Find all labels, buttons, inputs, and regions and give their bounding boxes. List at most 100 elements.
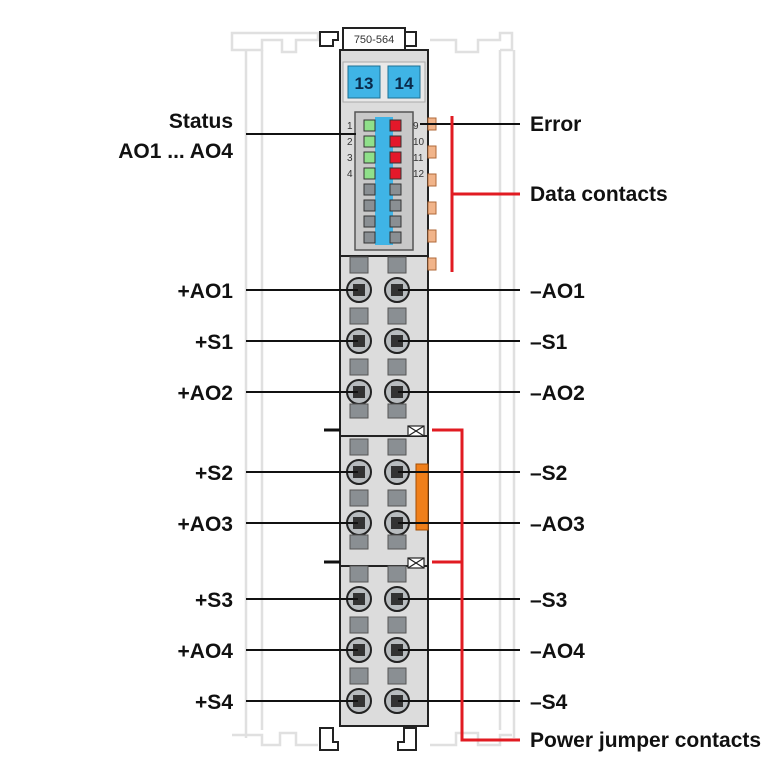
terminal-label-right: –AO1: [530, 280, 585, 303]
background-outline: [230, 31, 516, 747]
status-label: Status: [169, 110, 233, 133]
terminal-actuator: [349, 358, 369, 376]
led-grid: [363, 119, 402, 244]
terminal-hole: [353, 517, 365, 529]
terminal-label-right: –S1: [530, 331, 568, 354]
terminal-hole: [391, 335, 403, 347]
terminal-label-right: –AO3: [530, 513, 585, 536]
data-contacts-label: Data contacts: [530, 183, 668, 206]
terminal-actuator: [387, 565, 407, 583]
terminal-actuator: [349, 565, 369, 583]
data-contacts: [427, 117, 437, 271]
power-jumper-markers: [407, 425, 425, 569]
led-number: 2: [347, 137, 353, 148]
led-red-10: [389, 135, 402, 148]
channel-left-label: 13: [355, 74, 374, 93]
led-number: 10: [413, 137, 425, 148]
terminal-label-left: +AO3: [178, 513, 233, 536]
channel-right-label: 14: [395, 74, 414, 93]
led-number: 9: [413, 121, 419, 132]
led-off: [389, 215, 402, 228]
terminal-hole: [353, 466, 365, 478]
channel-marker-14: [387, 65, 421, 99]
terminal-label-right: –S2: [530, 462, 567, 485]
terminal-label-left: +S4: [195, 691, 233, 714]
terminal-label-right: –S4: [530, 691, 568, 714]
led-number: 4: [347, 169, 353, 180]
terminal-hole: [391, 695, 403, 707]
led-green-3: [363, 151, 376, 164]
terminal-label-right: –AO2: [530, 382, 585, 405]
led-number: 11: [413, 153, 424, 164]
terminal-hole: [353, 695, 365, 707]
terminal-actuator: [387, 534, 407, 550]
power-jumper-bracket: [432, 428, 520, 742]
led-off: [363, 215, 376, 228]
channel-marker-13: [347, 65, 381, 99]
terminal-actuator: [349, 534, 369, 550]
terminals: [346, 256, 410, 714]
terminal-hole: [353, 335, 365, 347]
led-green-4: [363, 167, 376, 180]
led-off: [363, 231, 376, 244]
terminal-hole: [353, 284, 365, 296]
terminal-label-left: +S2: [195, 462, 233, 485]
led-off: [389, 183, 402, 196]
terminal-actuator: [349, 616, 369, 634]
led-blue-strip: [375, 117, 393, 245]
terminal-hole: [391, 593, 403, 605]
led-off: [389, 199, 402, 212]
terminal-label-left: +S1: [195, 331, 233, 354]
terminal-actuator: [349, 438, 369, 456]
orange-release-tab: [415, 463, 429, 531]
terminal-actuator: [387, 403, 407, 419]
terminal-hole: [391, 466, 403, 478]
led-green-1: [363, 119, 376, 132]
terminal-label-left: +AO4: [178, 640, 234, 663]
terminal-actuator: [387, 438, 407, 456]
led-off: [363, 199, 376, 212]
terminal-hole: [391, 517, 403, 529]
terminal-hole: [353, 593, 365, 605]
status-range-label: AO1 ... AO4: [118, 140, 233, 163]
red-brackets: [432, 116, 520, 742]
terminal-actuator: [349, 403, 369, 419]
led-red-11: [389, 151, 402, 164]
led-off: [363, 183, 376, 196]
terminal-actuator: [387, 489, 407, 507]
right-leaders: [398, 123, 520, 702]
led-off: [389, 231, 402, 244]
bottom-clips: [319, 727, 417, 751]
terminal-label-left: +S3: [195, 589, 233, 612]
terminal-actuator: [387, 667, 407, 685]
terminal-label-right: –AO4: [530, 640, 585, 663]
terminal-actuator: [387, 358, 407, 376]
terminal-actuator: [349, 489, 369, 507]
left-leaders: [246, 133, 358, 702]
terminal-hole: [353, 644, 365, 656]
led-number: 3: [347, 153, 353, 164]
led-number: 1: [347, 121, 353, 132]
led-red-9: [389, 119, 402, 132]
led-green-2: [363, 135, 376, 148]
led-number: 12: [413, 169, 425, 180]
top-clips: [319, 27, 417, 51]
terminal-hole: [391, 284, 403, 296]
power-jumper-label: Power jumper contacts: [530, 729, 761, 752]
terminal-hole: [353, 386, 365, 398]
terminal-label-left: +AO2: [178, 382, 233, 405]
led-red-12: [389, 167, 402, 180]
terminal-actuator: [387, 616, 407, 634]
terminal-actuator: [349, 667, 369, 685]
terminal-actuator: [387, 256, 407, 274]
terminal-hole: [391, 386, 403, 398]
terminal-actuator: [387, 307, 407, 325]
terminal-label-left: +AO1: [178, 280, 234, 303]
terminal-actuator: [349, 307, 369, 325]
error-label: Error: [530, 113, 581, 136]
terminal-actuator: [349, 256, 369, 274]
part-number: 750-564: [354, 34, 394, 46]
terminal-label-right: –S3: [530, 589, 567, 612]
terminal-hole: [391, 644, 403, 656]
